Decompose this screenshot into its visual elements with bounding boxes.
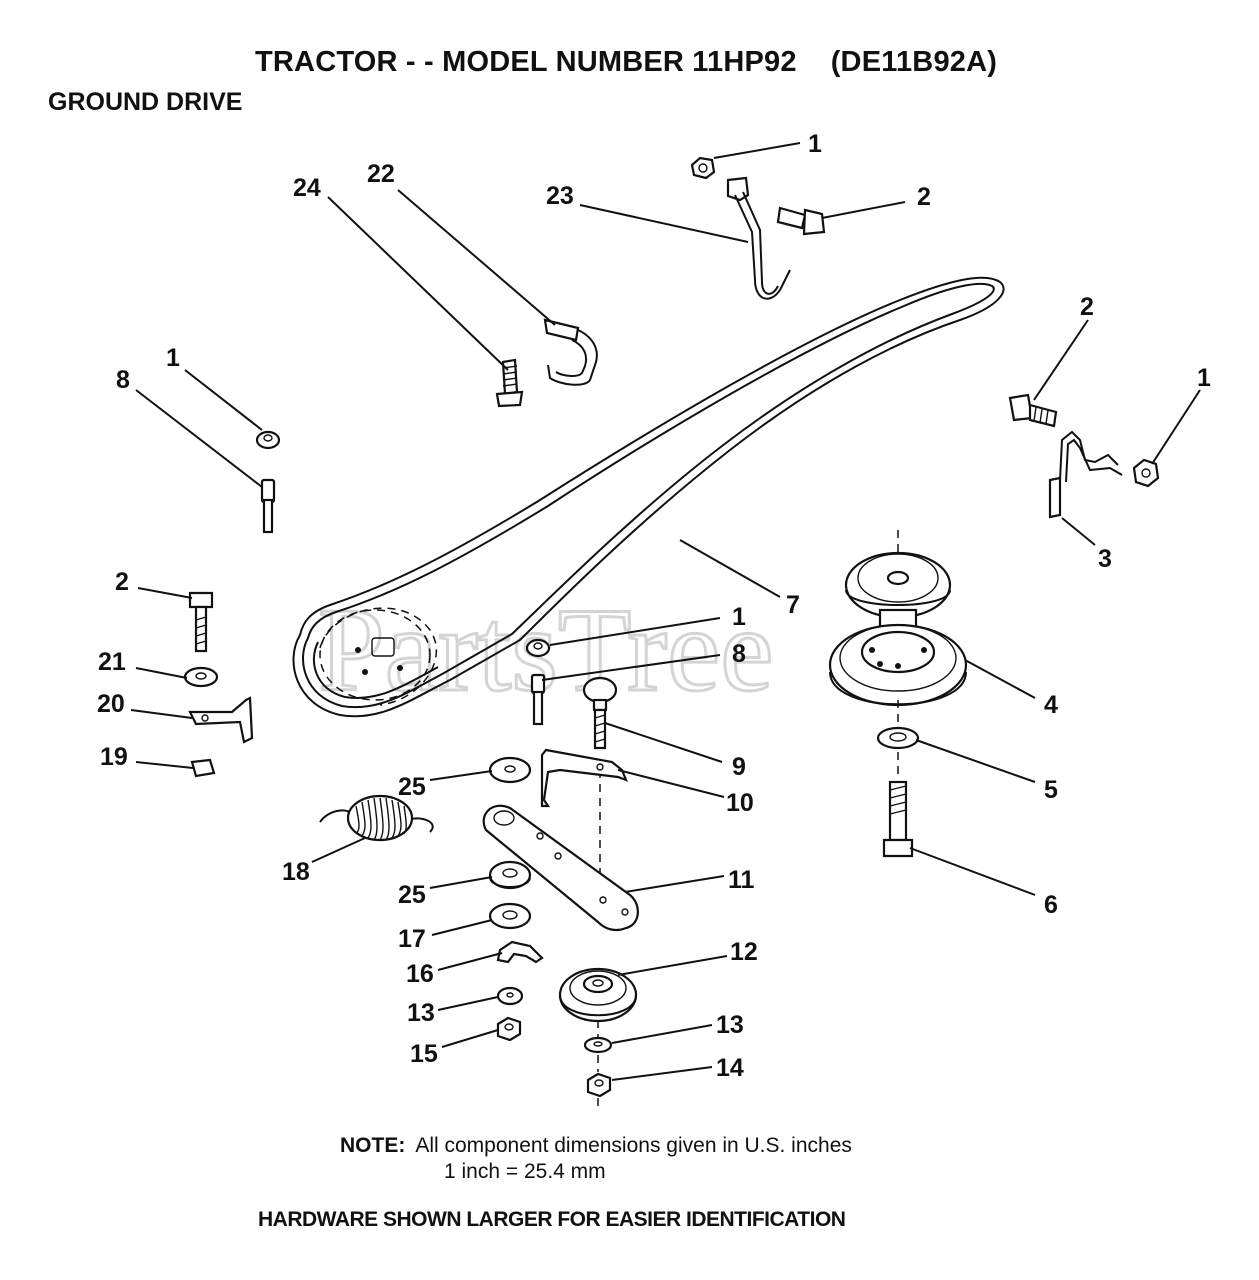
nut-19 bbox=[190, 758, 216, 778]
washer-5 bbox=[876, 700, 920, 750]
callout-16: 16 bbox=[406, 960, 434, 988]
callout-6: 6 bbox=[1044, 891, 1058, 919]
callout-11: 11 bbox=[728, 866, 755, 894]
note-line-1: All component dimensions given in U.S. i… bbox=[415, 1134, 852, 1157]
model-code: (DE11B92A) bbox=[830, 46, 998, 78]
spring-18 bbox=[319, 794, 434, 842]
callout-18: 18 bbox=[282, 858, 310, 886]
callout-24: 24 bbox=[293, 174, 321, 202]
bracket-20 bbox=[188, 696, 254, 744]
bracket-23 bbox=[726, 176, 791, 300]
screw-24 bbox=[495, 358, 524, 408]
pulley-4 bbox=[828, 530, 968, 707]
washer-17 bbox=[488, 902, 532, 930]
bracket-16 bbox=[496, 940, 544, 964]
nut-14 bbox=[586, 1055, 612, 1112]
callout-8: 8 bbox=[116, 366, 130, 394]
note-label: NOTE: bbox=[340, 1134, 406, 1157]
idler-pulley-12 bbox=[558, 967, 638, 1023]
callout-20: 20 bbox=[97, 690, 125, 718]
section-heading: GROUND DRIVE bbox=[48, 88, 243, 116]
hardware-footnote: HARDWARE SHOWN LARGER FOR EASIER IDENTIF… bbox=[258, 1208, 846, 1231]
bracket-22 bbox=[543, 318, 598, 386]
callout-10: 10 bbox=[726, 789, 754, 817]
callout-8: 8 bbox=[732, 640, 746, 668]
callout-13: 13 bbox=[407, 999, 435, 1027]
bolt-2-left bbox=[188, 591, 214, 653]
callout-7: 7 bbox=[786, 591, 800, 619]
callout-13: 13 bbox=[716, 1011, 744, 1039]
diagram-title: TRACTOR - - MODEL NUMBER 11HP92 (DE11B92A… bbox=[255, 46, 997, 79]
callout-1: 1 bbox=[166, 344, 180, 372]
callout-2: 2 bbox=[1080, 293, 1094, 321]
callout-23: 23 bbox=[546, 182, 574, 210]
callout-19: 19 bbox=[100, 743, 128, 771]
washer-13-left bbox=[496, 986, 524, 1006]
callout-22: 22 bbox=[367, 160, 395, 188]
bolt-2-right bbox=[1008, 393, 1058, 428]
nut-1-top bbox=[690, 156, 716, 180]
callout-labels: 1 2 23 22 24 2 1 1 8 3 2 7 1 8 21 20 4 1… bbox=[97, 130, 1211, 1082]
nut-1-center bbox=[525, 638, 551, 658]
callout-25: 25 bbox=[398, 773, 426, 801]
carriage-bolt-9 bbox=[582, 676, 618, 900]
washer-13-right bbox=[583, 1020, 613, 1054]
callout-2: 2 bbox=[115, 568, 129, 596]
bracket-10 bbox=[540, 748, 628, 808]
washer-25-bottom bbox=[488, 860, 532, 890]
callout-12: 12 bbox=[730, 938, 758, 966]
leader-lines bbox=[130, 142, 1201, 1081]
callout-1: 1 bbox=[1197, 364, 1211, 392]
title-text: TRACTOR - - MODEL NUMBER 11HP92 bbox=[255, 46, 797, 78]
callout-1: 1 bbox=[808, 130, 822, 158]
callout-3: 3 bbox=[1098, 545, 1112, 573]
bolt-6 bbox=[882, 752, 914, 858]
callout-21: 21 bbox=[98, 648, 126, 676]
callout-1: 1 bbox=[732, 603, 746, 631]
callout-15: 15 bbox=[410, 1040, 438, 1068]
callout-5: 5 bbox=[1044, 776, 1058, 804]
bracket-3 bbox=[1048, 430, 1123, 519]
idler-arm-11 bbox=[482, 804, 639, 932]
nut-15 bbox=[496, 1016, 522, 1042]
callout-9: 9 bbox=[732, 753, 746, 781]
callout-4: 4 bbox=[1044, 691, 1058, 719]
note-line-2: 1 inch = 25.4 mm bbox=[444, 1160, 606, 1183]
nut-1-right bbox=[1132, 458, 1160, 488]
callout-2: 2 bbox=[917, 183, 931, 211]
nut-1-left bbox=[255, 430, 281, 450]
washer-25-top bbox=[488, 756, 532, 784]
drive-belt bbox=[292, 276, 1005, 718]
washer-21 bbox=[183, 666, 219, 688]
callout-17: 17 bbox=[398, 925, 426, 953]
bolt-2-top bbox=[776, 206, 826, 236]
dimension-note: NOTE: All component dimensions given in U… bbox=[340, 1133, 852, 1183]
hidden-pulley bbox=[319, 609, 431, 701]
callout-25: 25 bbox=[398, 881, 426, 909]
pin-8-center bbox=[530, 673, 546, 726]
pin-8-left bbox=[260, 478, 276, 534]
callout-14: 14 bbox=[716, 1054, 744, 1082]
